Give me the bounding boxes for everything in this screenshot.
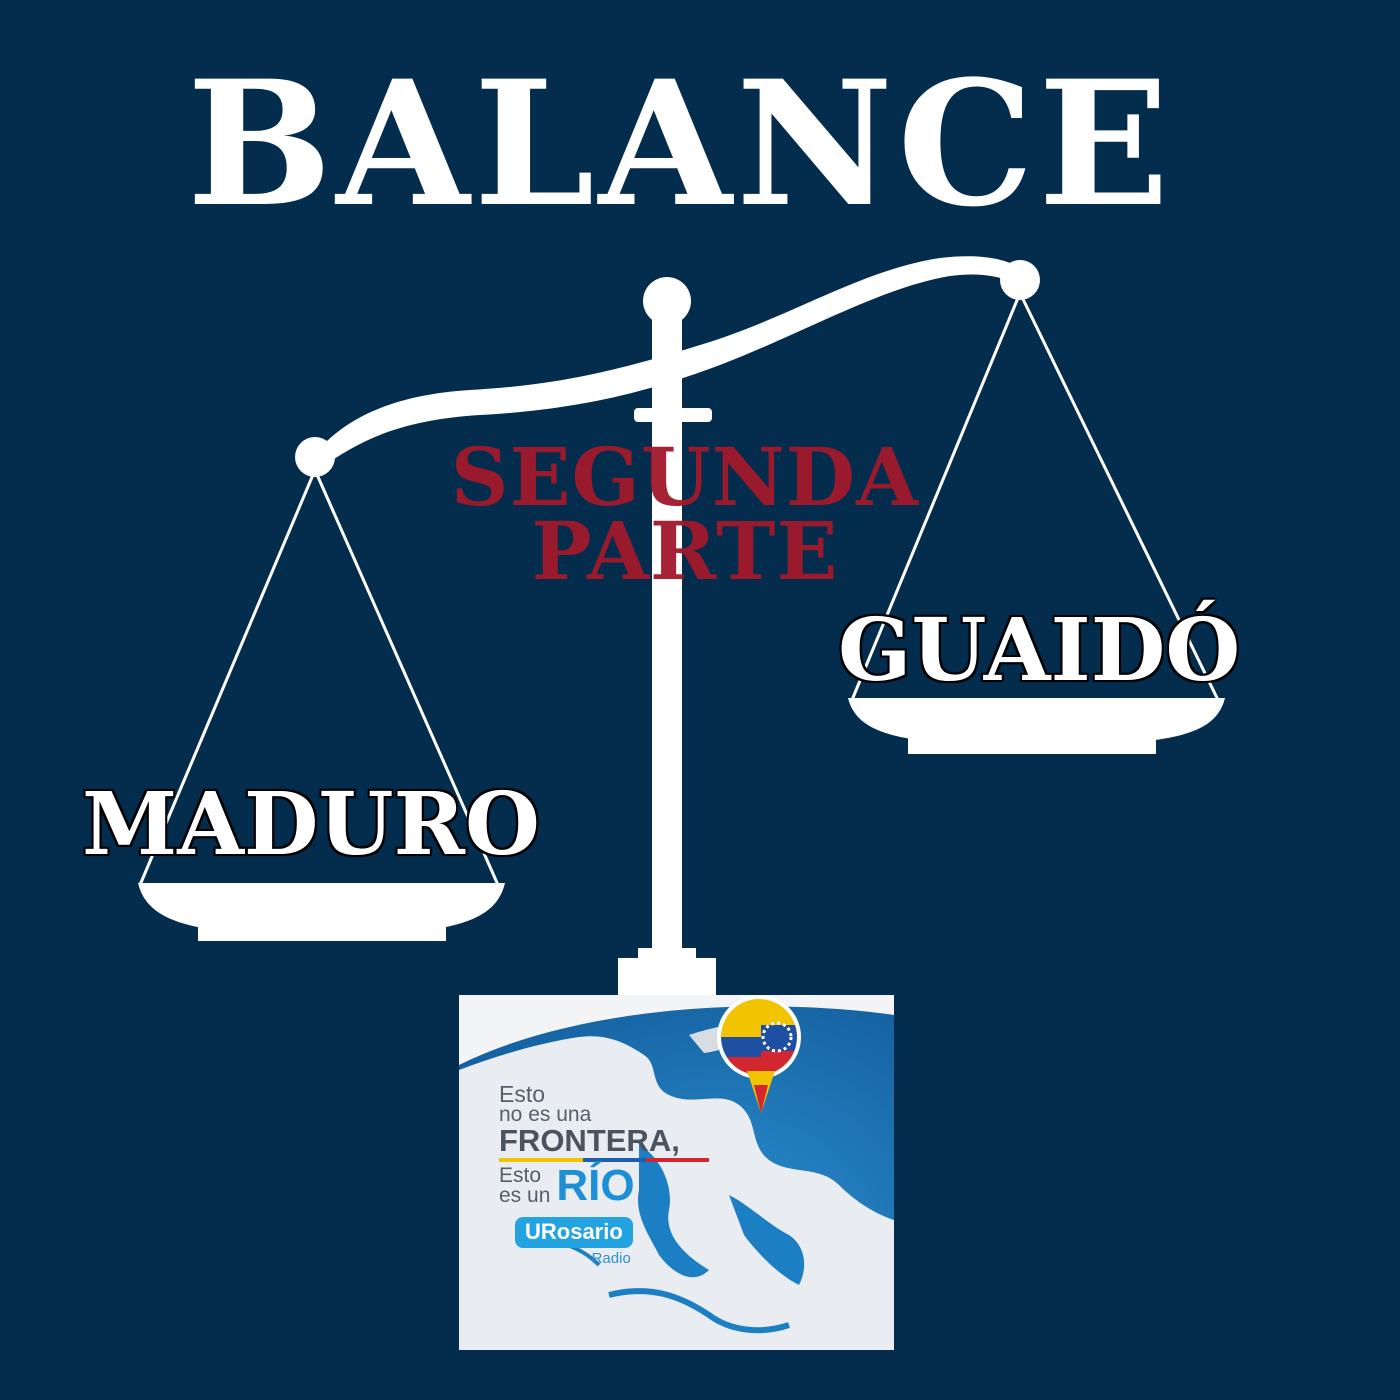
tagline-rio-row: Esto es un RÍO (499, 1161, 709, 1210)
flag-stripe (499, 1158, 709, 1162)
right-pan-label: GUAIDÓ (838, 600, 1241, 701)
subtitle: SEGUNDA PARTE (400, 430, 970, 598)
tagline-line-2: no es una (499, 1103, 592, 1126)
brand-sub: Radio (591, 1250, 631, 1267)
brand-name: URosario (515, 1217, 633, 1248)
subtitle-line-1: SEGUNDA (450, 430, 920, 524)
map-illustration (459, 995, 894, 1350)
left-pan-label: MADURO (82, 774, 540, 875)
tagline-line-1: Esto (499, 1081, 546, 1107)
title: BALANCE (186, 42, 1174, 245)
podcast-tagline: Esto no es una FRONTERA, Esto es un RÍO (499, 1081, 709, 1210)
urosario-radio-logo: URosario Radio (515, 1217, 633, 1267)
tagline-rio: RÍO (556, 1161, 635, 1210)
subtitle-line-2: PARTE (531, 504, 839, 598)
tagline-line-4b: es un (499, 1184, 551, 1207)
tagline-line-3: FRONTERA, (499, 1123, 680, 1158)
venezuela-colombia-pin-icon (717, 995, 801, 1113)
podcast-logo: Esto no es una FRONTERA, Esto es un RÍO … (459, 995, 894, 1350)
tagline-line-4a: Esto (499, 1164, 542, 1187)
